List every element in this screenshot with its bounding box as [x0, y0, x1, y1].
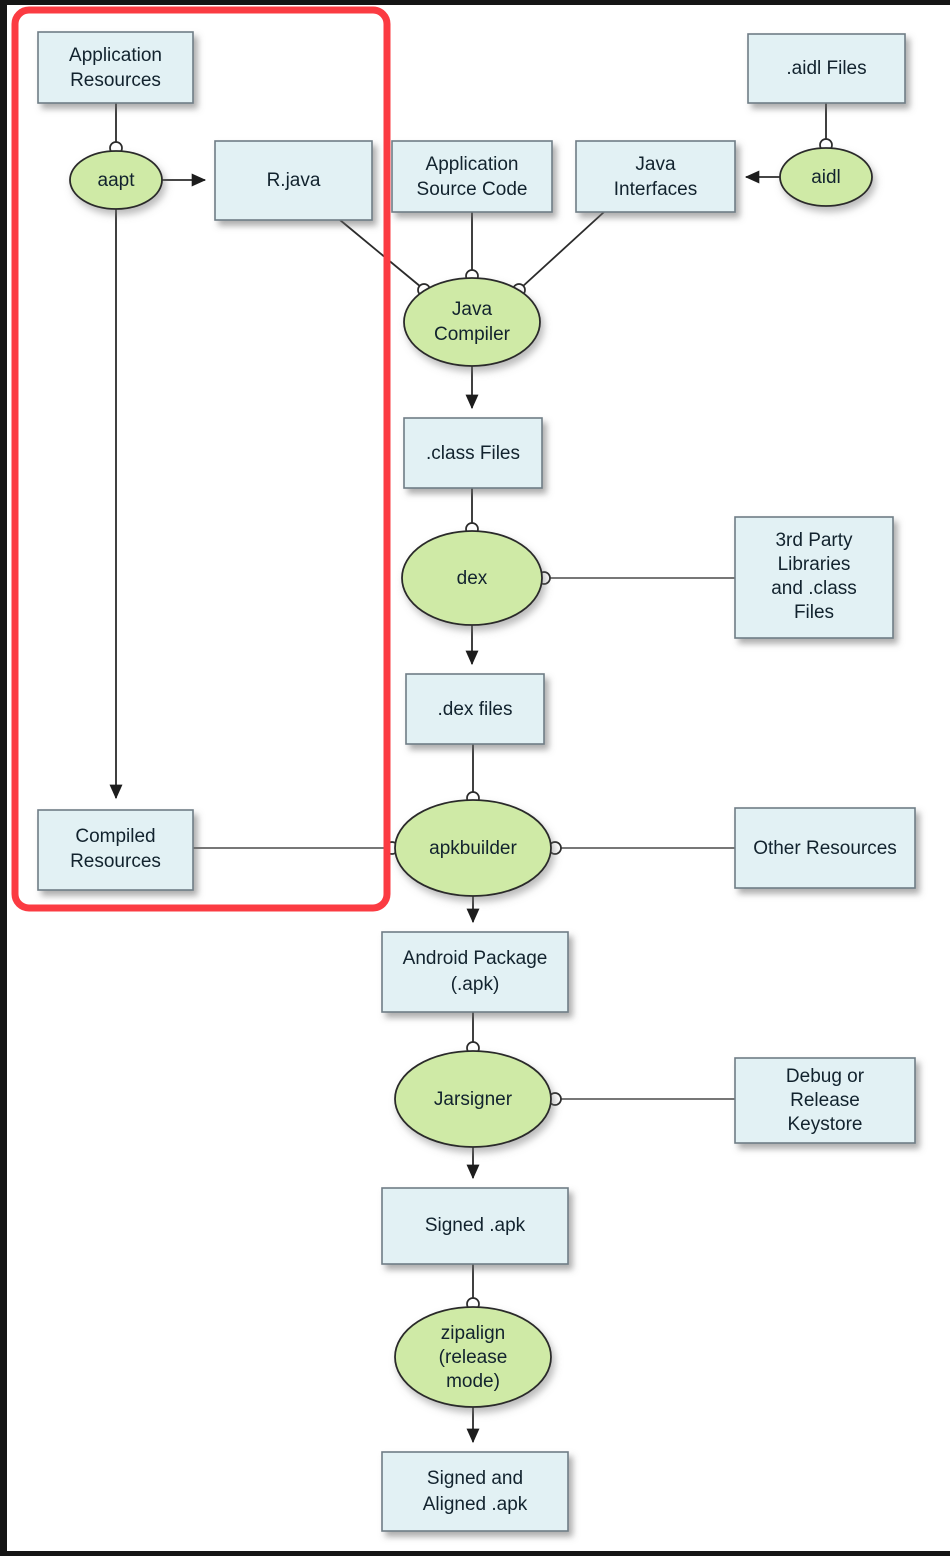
node-third-party-libraries[interactable]: 3rd Party Libraries and .class Files — [734, 516, 894, 639]
java-interfaces-label-line1: Java — [635, 154, 676, 175]
node-application-resources[interactable]: Application Resources — [37, 31, 194, 104]
compiled-resources-label-line2: Resources — [70, 851, 161, 872]
node-signed-apk[interactable]: Signed .apk — [381, 1187, 569, 1265]
application-source-code-label-line1: Application — [426, 154, 519, 175]
java-interfaces-label-line2: Interfaces — [614, 179, 697, 200]
node-aidl[interactable]: aidl — [779, 147, 873, 207]
node-zipalign[interactable]: zipalign (release mode) — [394, 1306, 552, 1408]
node-jarsigner[interactable]: Jarsigner — [394, 1050, 552, 1148]
r-java-label: R.java — [267, 170, 321, 191]
third-party-label-line3: and .class — [771, 578, 857, 599]
third-party-label-line2: Libraries — [778, 554, 851, 575]
frame-left — [0, 0, 7, 1556]
application-resources-label-line1: Application — [69, 45, 162, 66]
android-package-label-line2: (.apk) — [451, 974, 500, 995]
other-resources-label: Other Resources — [753, 838, 897, 859]
node-layer: Application Resources aapt R.java Applic… — [37, 31, 916, 1532]
zipalign-label-line2: (release — [439, 1347, 508, 1368]
node-application-source-code[interactable]: Application Source Code — [391, 140, 553, 213]
java-compiler-label-line2: Compiler — [434, 324, 511, 345]
android-package-label-line1: Android Package — [403, 948, 548, 969]
aapt-label: aapt — [98, 170, 136, 191]
node-aapt[interactable]: aapt — [69, 150, 163, 210]
frame-bottom — [0, 1551, 950, 1556]
node-other-resources[interactable]: Other Resources — [734, 807, 916, 889]
compiled-resources-label-line1: Compiled — [75, 826, 155, 847]
signed-and-aligned-apk-label-line1: Signed and — [427, 1468, 523, 1489]
node-aidl-files[interactable]: .aidl Files — [747, 33, 906, 104]
node-dex-files[interactable]: .dex files — [405, 673, 545, 745]
application-source-code-label-line2: Source Code — [417, 179, 528, 200]
aidl-label: aidl — [811, 167, 841, 188]
node-android-package[interactable]: Android Package (.apk) — [381, 931, 569, 1013]
java-compiler-label-line1: Java — [452, 299, 493, 320]
edge-java-interfaces-to-java-compiler — [521, 211, 605, 288]
keystore-label-line2: Release — [790, 1090, 860, 1111]
node-r-java[interactable]: R.java — [214, 140, 373, 221]
edge-r-java-to-java-compiler — [339, 219, 422, 288]
node-class-files[interactable]: .class Files — [403, 417, 543, 489]
class-files-label: .class Files — [426, 443, 520, 464]
frame-top — [0, 0, 950, 5]
jarsigner-label: Jarsigner — [434, 1089, 513, 1110]
node-dex[interactable]: dex — [401, 530, 543, 626]
resource-compilation-highlight — [11, 6, 391, 912]
node-java-interfaces[interactable]: Java Interfaces — [575, 140, 736, 213]
signed-and-aligned-apk-label-line2: Aligned .apk — [423, 1494, 528, 1515]
application-resources-label-line2: Resources — [70, 70, 161, 91]
dex-label: dex — [457, 568, 488, 589]
node-apkbuilder[interactable]: apkbuilder — [394, 799, 552, 897]
third-party-label-line1: 3rd Party — [775, 530, 853, 551]
node-signed-and-aligned-apk[interactable]: Signed and Aligned .apk — [381, 1451, 569, 1532]
node-compiled-resources[interactable]: Compiled Resources — [37, 809, 194, 891]
zipalign-label-line3: mode) — [446, 1371, 500, 1392]
dex-files-label: .dex files — [438, 699, 513, 720]
third-party-label-line4: Files — [794, 602, 834, 623]
node-java-compiler[interactable]: Java Compiler — [403, 277, 541, 367]
keystore-label-line1: Debug or — [786, 1066, 865, 1087]
keystore-label-line3: Keystore — [788, 1114, 863, 1135]
zipalign-label-line1: zipalign — [441, 1323, 505, 1344]
signed-apk-label: Signed .apk — [425, 1215, 526, 1236]
aidl-files-label: .aidl Files — [786, 58, 866, 79]
apkbuilder-label: apkbuilder — [429, 838, 517, 859]
node-debug-or-release-keystore[interactable]: Debug or Release Keystore — [734, 1057, 916, 1144]
